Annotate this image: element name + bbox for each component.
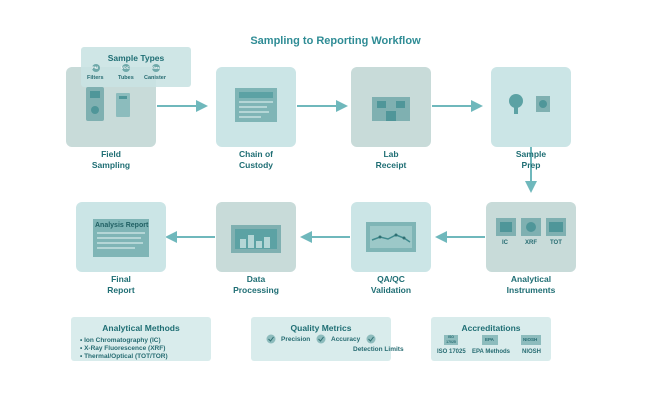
metric-accuracy: Accuracy [331,336,361,343]
accreditation-badges [444,335,541,345]
step-box-final-report: Analysis Report [76,202,166,272]
step-box-lab-receipt [351,67,431,147]
prep-equipment-icon [509,94,550,114]
instrument-label-tot: TOT [550,240,562,246]
metric-precision: Precision [281,336,311,343]
step-box-chain-of-custody [216,67,296,147]
analytical-methods-title: Analytical Methods [102,323,180,333]
bar-chart-icon [231,225,281,253]
clipboard-form-icon [235,88,277,122]
sample-type-tubes: Tubes [118,75,134,81]
accreditation-epa-methods: EPA Methods [472,349,511,355]
sample-badge-voc: VOC [121,65,130,70]
method-ic: • Ion Chromatography (IC) [80,337,161,344]
method-tot: • Thermal/Optical (TOT/TOR) [80,353,168,360]
accreditation-niosh: NIOSH [522,349,542,355]
sample-types-panel: Sample Types PM VOC Gas Filters Tubes Ca… [81,47,191,87]
sample-type-badges [92,64,160,72]
quality-metrics-title: Quality Metrics [290,323,352,333]
sample-types-title: Sample Types [107,53,165,63]
instrument-label-ic: IC [502,240,508,246]
step-box-data-processing [216,202,296,272]
analysis-report-label: Analysis Report [95,222,149,229]
diagram-title: Sampling to Reporting Workflow [250,35,421,47]
analytical-methods-panel: Analytical Methods • Ion Chromatography … [71,317,211,361]
badge-niosh: NIOSH [523,337,538,342]
quality-metrics-panel: Quality Metrics Precision Accuracy Detec… [251,317,404,361]
instrument-icons [496,218,566,236]
field-sampler-icon [86,87,130,121]
method-xrf: • X-Ray Fluorescence (XRF) [80,345,166,352]
report-document-icon [93,219,149,257]
trend-line-icon [366,222,416,252]
accreditation-iso-17025: ISO 17025 [437,349,466,355]
step-box-qaqc-validation [351,202,431,272]
step-box-sample-prep [491,67,571,147]
step-box-analytical-instruments: IC XRF TOT [486,202,576,272]
metric-check-icons [266,334,376,344]
lab-building-icon [372,97,410,121]
sample-type-canister: Canister [144,75,167,81]
sample-badge-gas: Gas [152,65,160,70]
sample-type-filters: Filters [87,75,104,81]
instrument-label-xrf: XRF [525,240,537,246]
badge-epa: EPA [485,337,494,342]
accreditations-title: Accreditations [461,323,521,333]
metric-detection-limits: Detection Limits [353,346,404,353]
sample-badge-pm: PM [92,65,98,70]
